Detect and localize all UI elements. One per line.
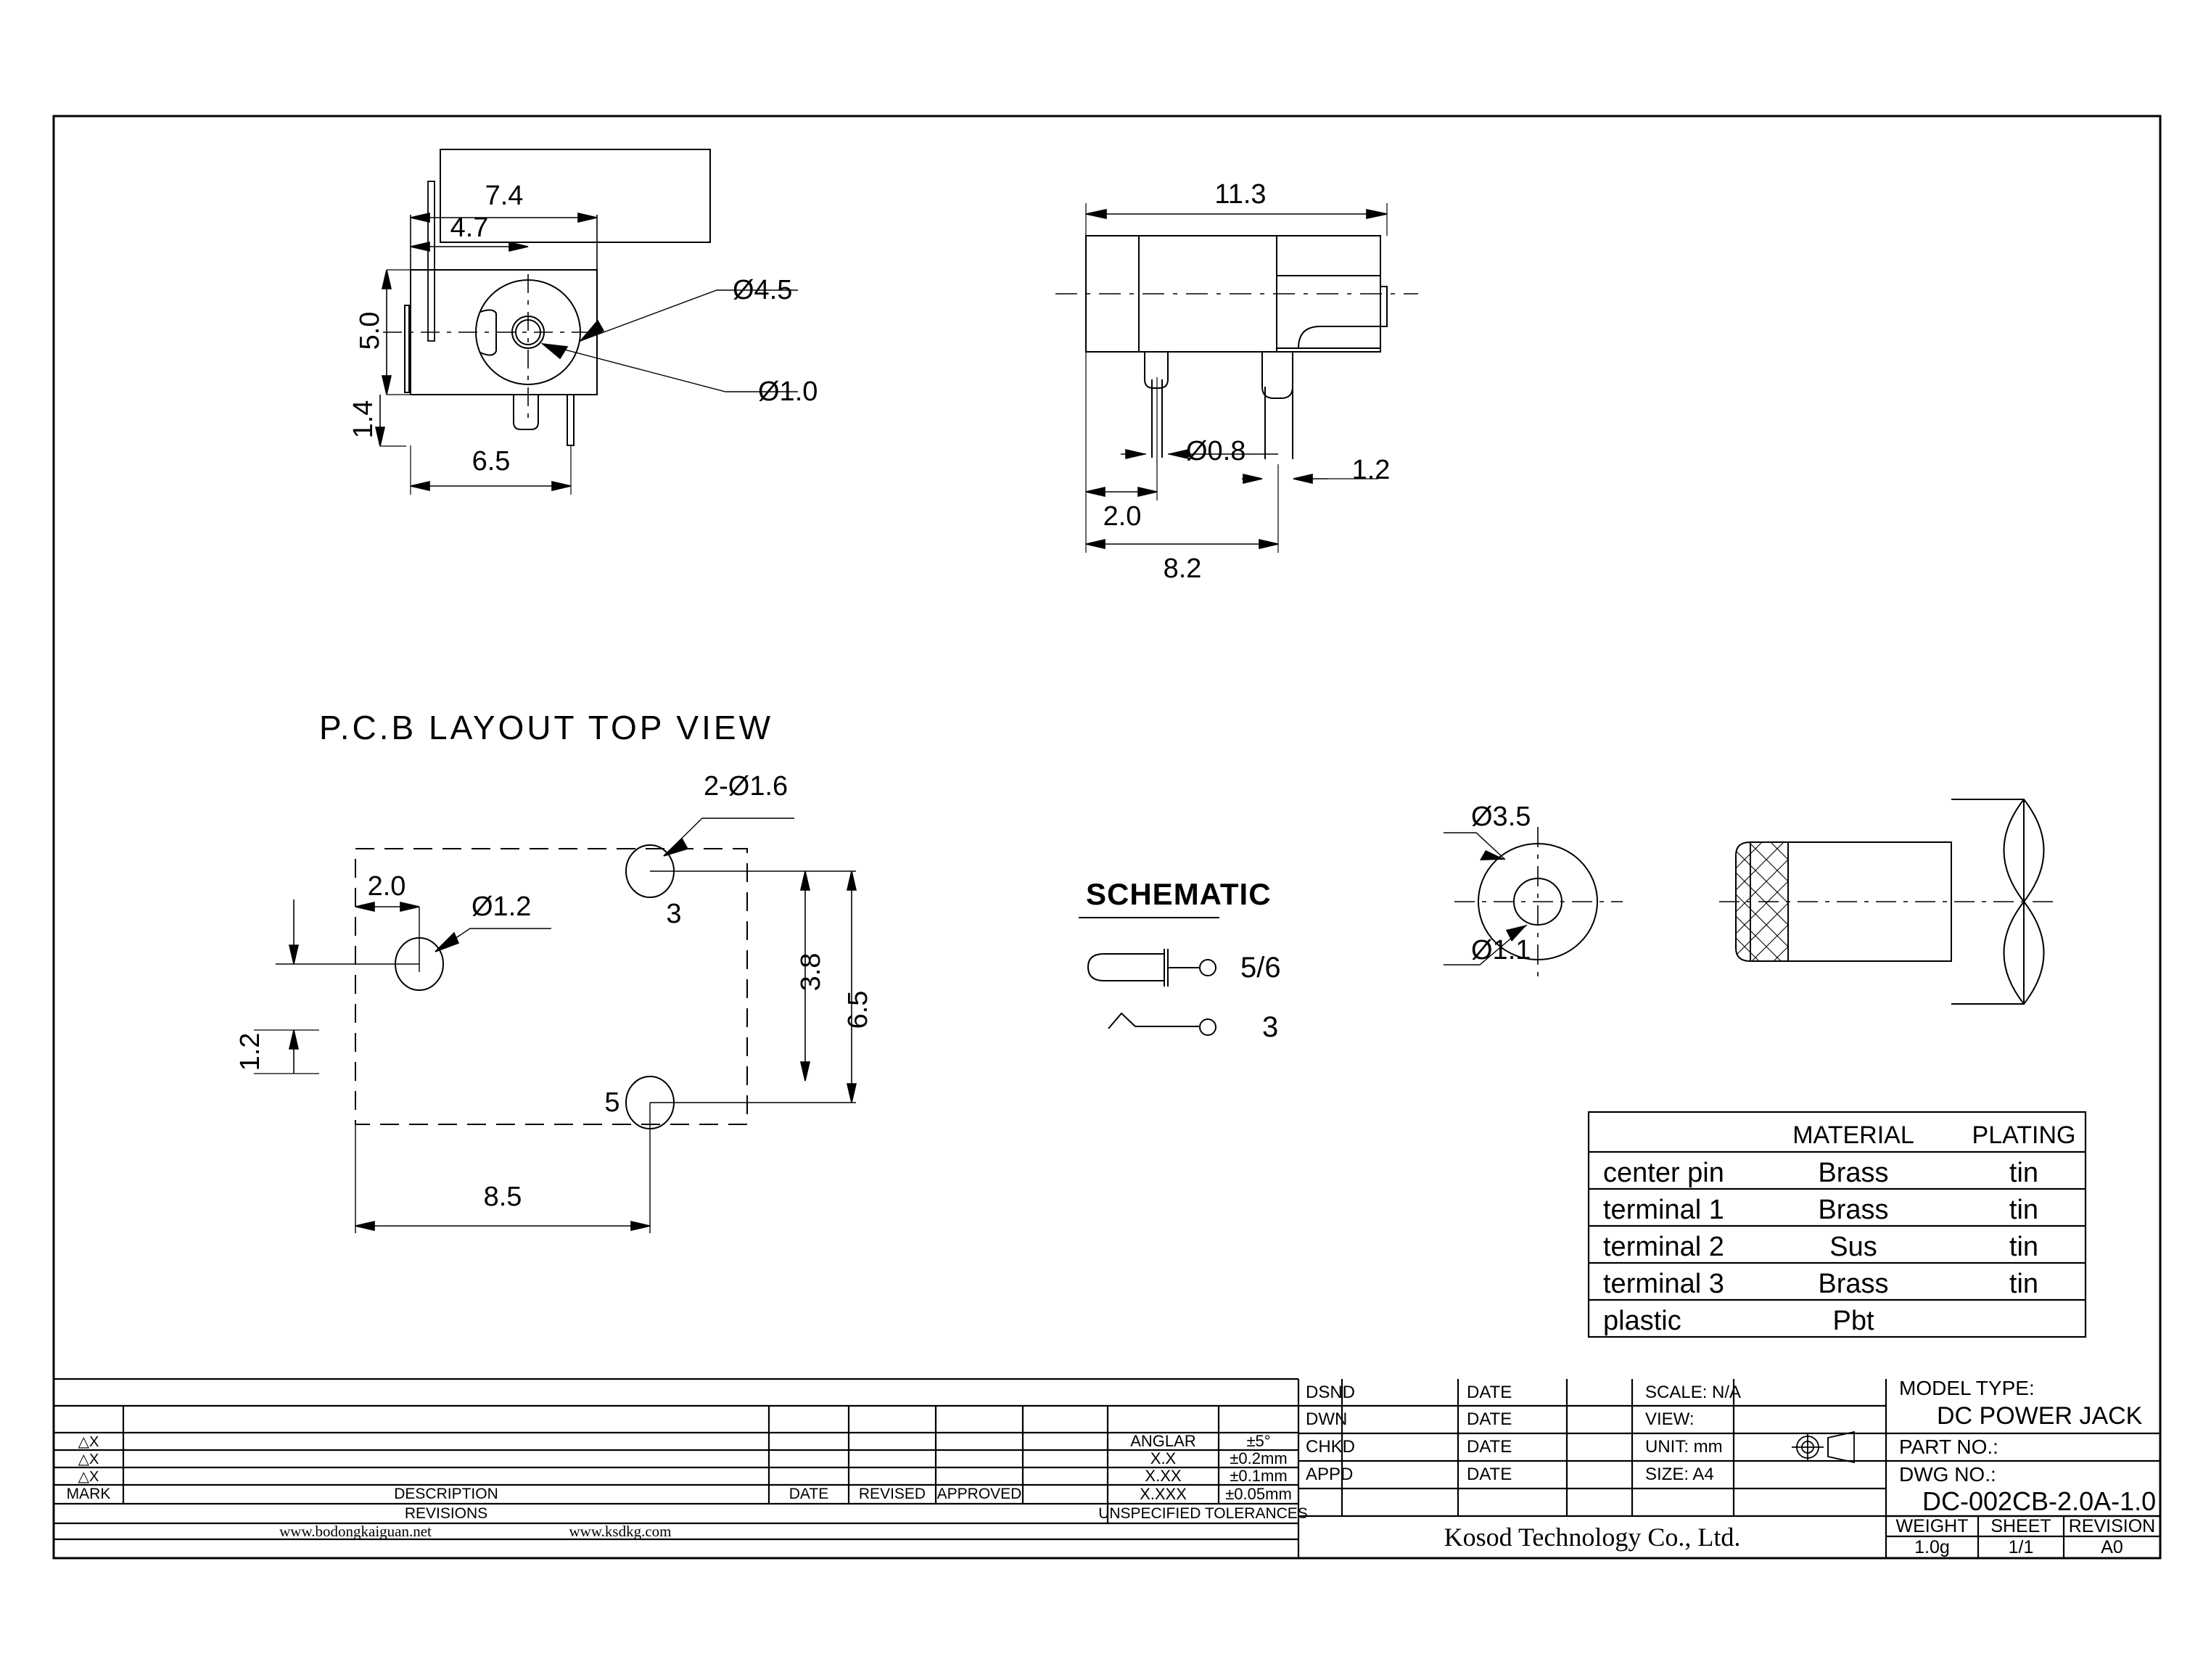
front-view-dimensions [374,212,798,495]
front-view-assembly [427,181,435,342]
title-block-grid [52,1378,2160,1558]
first-angle-projection-icon [1792,1430,1855,1464]
side-view-geometry [1055,235,1418,459]
side-view-dimensions [1085,203,1388,553]
pin-detail-geometry [1444,799,2053,1005]
front-view-main [440,149,711,243]
knurl-hatch [1736,842,1788,961]
material-table-grid [1587,1111,2087,1338]
pcb-layout-dimensions [254,818,857,1232]
drawing-border [52,115,2162,1560]
pcb-layout-geometry [276,844,856,1233]
schematic-geometry [1079,917,1219,1036]
